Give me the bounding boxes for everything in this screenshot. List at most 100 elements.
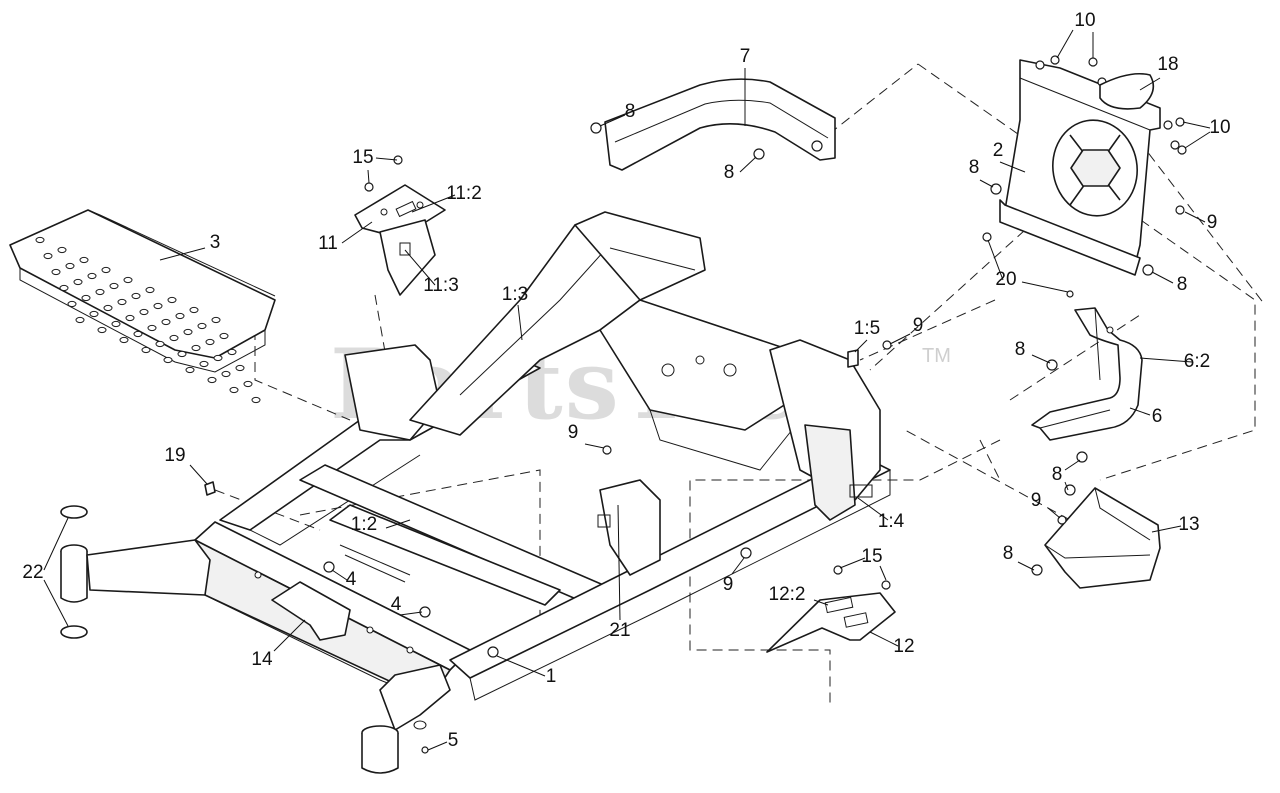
- perforation-hole: [243, 380, 253, 388]
- perforation-hole: [211, 316, 221, 324]
- callout-11-3: 11:3: [423, 275, 459, 296]
- leader-c-13: [1151, 525, 1182, 533]
- leader-c-1-5: [854, 339, 868, 353]
- leader-c-10b: [1184, 131, 1211, 149]
- callout-9a: 9: [1207, 212, 1218, 233]
- bolt-10b-bottom: [1177, 145, 1187, 155]
- bolt-9b: [882, 340, 892, 350]
- perforation-hole: [75, 316, 85, 324]
- leader-c-11: [341, 221, 373, 244]
- callout-10a: 10: [1074, 10, 1095, 31]
- perforation-hole: [125, 314, 135, 322]
- perforation-hole: [191, 344, 201, 352]
- perforation-hole: [251, 396, 261, 404]
- decal-1-5: [847, 349, 859, 368]
- callout-leader-lines: [43, 29, 1211, 751]
- perforation-hole: [103, 304, 113, 312]
- callout-8d: 8: [1177, 274, 1188, 295]
- leader-c-11-2: [411, 194, 456, 213]
- perforation-hole: [123, 276, 133, 284]
- perforation-hole: [235, 364, 245, 372]
- leader-c-1-4: [857, 497, 889, 521]
- perforation-hole: [161, 318, 171, 326]
- callout-4a: 4: [346, 569, 357, 590]
- bolt-15a-left: [364, 182, 374, 192]
- perforation-hole: [43, 252, 53, 260]
- perforation-hole: [57, 246, 67, 254]
- spacer-4a: [323, 561, 335, 573]
- perforation-hole: [155, 340, 165, 348]
- perforation-hole: [97, 326, 107, 334]
- bolt-8b: [753, 148, 765, 160]
- leader-c-1-2: [385, 519, 411, 529]
- leader-c-20: [987, 239, 1004, 281]
- perforation-hole: [35, 236, 45, 244]
- leader-c-6-2: [1139, 357, 1193, 363]
- callout-9d: 9: [1031, 490, 1042, 511]
- leader-c-14: [273, 619, 306, 652]
- perforation-hole: [141, 346, 151, 354]
- leader-c-8f: [1064, 481, 1069, 491]
- leader-c-8b: [739, 156, 757, 173]
- leader-c-8e: [1031, 354, 1051, 364]
- part-1-chassis-frame: [194, 211, 892, 774]
- perforation-hole: [145, 286, 155, 294]
- perforation-hole: [147, 324, 157, 332]
- callout-8c: 8: [969, 157, 980, 178]
- leader-c-9e: [731, 557, 745, 575]
- perforation-hole: [229, 386, 239, 394]
- perforation-holes: [35, 236, 261, 404]
- callout-19: 19: [164, 445, 185, 466]
- callout-8b: 8: [724, 162, 735, 183]
- callout-15b: 15: [861, 546, 882, 567]
- part-18-decal: [1099, 72, 1155, 110]
- perforation-hole: [119, 336, 129, 344]
- callout-6-2: 6:2: [1184, 351, 1210, 372]
- bolt-10a-right: [1088, 57, 1098, 67]
- leader-c-9a: [1184, 211, 1206, 223]
- leader-c-12-2: [813, 599, 829, 606]
- callout-22: 22: [22, 562, 43, 583]
- callout-1-4: 1:4: [878, 511, 905, 532]
- callout-8a: 8: [625, 101, 636, 122]
- leader-c-21: [617, 504, 621, 621]
- part-3-floor-plate: [9, 209, 276, 404]
- callout-7: 7: [740, 46, 751, 67]
- perforation-hole: [109, 282, 119, 290]
- leader-c-11-3: [404, 249, 436, 286]
- perforation-hole: [213, 354, 223, 362]
- perforation-hole: [131, 292, 141, 300]
- bolt-8g: [1031, 564, 1043, 576]
- perforation-hole: [67, 300, 77, 308]
- bolt-8e: [1046, 359, 1058, 371]
- callout-12: 12: [893, 636, 914, 657]
- perforation-hole: [59, 284, 69, 292]
- callout-10b: 10: [1209, 117, 1230, 138]
- perforation-hole: [153, 302, 163, 310]
- callout-11-2: 11:2: [446, 183, 482, 204]
- callout-8g: 8: [1003, 543, 1014, 564]
- perforation-hole: [207, 376, 217, 384]
- callout-1-2: 1:2: [351, 514, 377, 535]
- callout-1-3: 1:3: [502, 284, 528, 305]
- perforation-hole: [65, 262, 75, 270]
- leader-c-9c: [584, 443, 605, 449]
- perforation-hole: [51, 268, 61, 276]
- perforation-hole: [95, 288, 105, 296]
- perforation-hole: [219, 332, 229, 340]
- bolt-9c: [602, 445, 612, 455]
- callout-9e: 9: [723, 574, 734, 595]
- leader-c-6: [1129, 407, 1151, 416]
- perforation-hole: [79, 256, 89, 264]
- perforation-hole: [185, 366, 195, 374]
- leader-c-4b: [399, 611, 423, 616]
- leader-c-8c: [979, 179, 994, 188]
- leader-c-19: [189, 464, 208, 485]
- leader-c-15a: [375, 157, 398, 161]
- leader-c-10b: [1182, 121, 1211, 129]
- bolt-8f: [1076, 451, 1088, 463]
- callout-4b: 4: [391, 594, 402, 615]
- leader-c-8g: [1017, 561, 1035, 571]
